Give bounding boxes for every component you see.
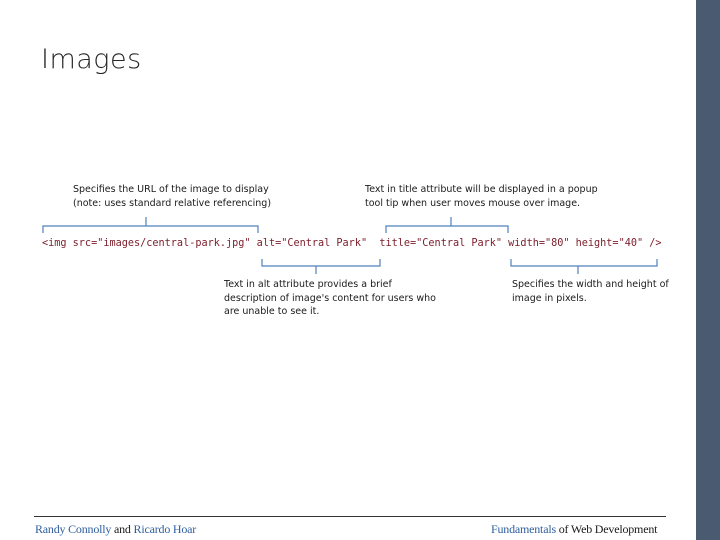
footer-book-title: Fundamentals of Web Development: [491, 522, 657, 537]
footer-book-part2: of Web Development: [555, 522, 658, 536]
accent-bar: [696, 0, 720, 540]
alt-annotation: Text in alt attribute provides a brief d…: [224, 279, 436, 317]
code-title: title="Central Park": [367, 238, 503, 249]
src-annotation: Specifies the URL of the image to displa…: [73, 184, 272, 209]
slide-title: Images: [41, 44, 142, 75]
title-bracket: [385, 217, 509, 233]
img-code-sample: <img src="images/central-park.jpg" alt="…: [42, 238, 662, 249]
code-src: <img src="images/central-park.jpg": [42, 238, 251, 249]
title-annotation: Text in title attribute will be displaye…: [365, 184, 598, 209]
size-bracket: [510, 259, 658, 274]
size-annotation: Specifies the width and height of image …: [512, 279, 669, 304]
footer-authors: Randy Connolly and Ricardo Hoar: [35, 522, 196, 537]
footer-and: and: [111, 522, 134, 536]
code-size: width="80" height="40" />: [502, 238, 662, 249]
src-bracket: [42, 217, 259, 233]
footer-author-2: Ricardo Hoar: [133, 522, 197, 536]
footer-divider: [34, 516, 666, 517]
alt-bracket: [261, 259, 381, 274]
code-alt: alt="Central Park": [250, 238, 368, 249]
footer-author-1: Randy Connolly: [35, 522, 112, 536]
footer-book-part1: Fundamentals: [491, 522, 556, 536]
